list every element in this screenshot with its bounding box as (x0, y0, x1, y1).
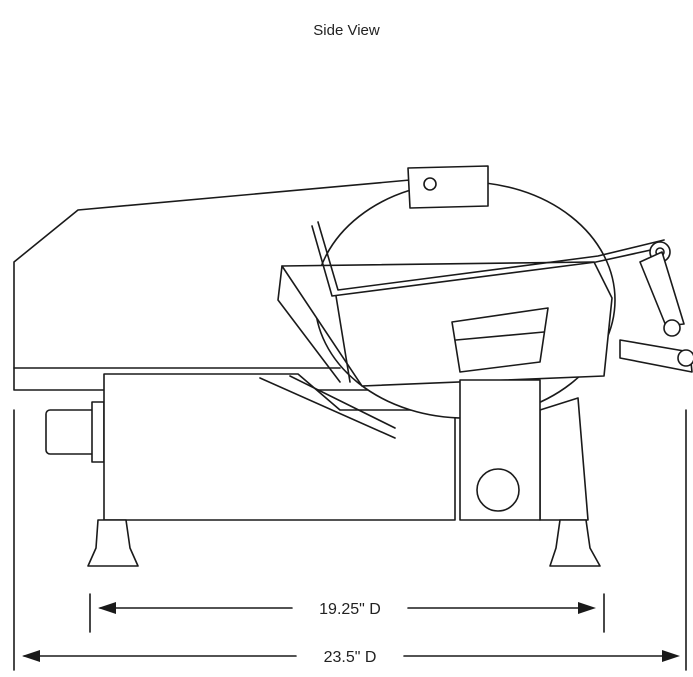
dimension-inner: 19.25" D (98, 601, 596, 618)
carriage-rail (259, 377, 396, 439)
handle-hole (423, 177, 437, 191)
dimension-outer: 23.5" D (22, 649, 680, 666)
arm-pivot-bottom (663, 319, 681, 337)
front-foot (549, 519, 601, 567)
dim-inner-arrow-left (98, 602, 116, 614)
gauge-column-top (451, 307, 549, 373)
carriage-rail-lower (289, 375, 396, 429)
dim-inner-label: 19.25" D (319, 601, 381, 618)
blade-cover-handle (407, 165, 489, 209)
gauge-knob (476, 468, 520, 512)
tray-inner-line (335, 295, 351, 383)
dim-outer-arrow-right (662, 650, 680, 662)
dim-outer-label: 23.5" D (324, 649, 377, 666)
dim-outer-arrow-left (22, 650, 40, 662)
pusher-arm-upper (317, 221, 665, 291)
pedestal-right (539, 397, 589, 521)
gauge-divider (455, 331, 545, 341)
motor (45, 409, 97, 455)
tray-front-edge (277, 265, 341, 383)
motor-flange (91, 401, 105, 463)
pusher-arm (311, 225, 661, 297)
rear-foot (87, 519, 139, 567)
arm-link (639, 251, 685, 327)
dim-inner-arrow-right (578, 602, 596, 614)
lever-knob (677, 349, 693, 367)
pusher-lever (619, 339, 693, 373)
diagram-title: Side View (313, 22, 380, 39)
